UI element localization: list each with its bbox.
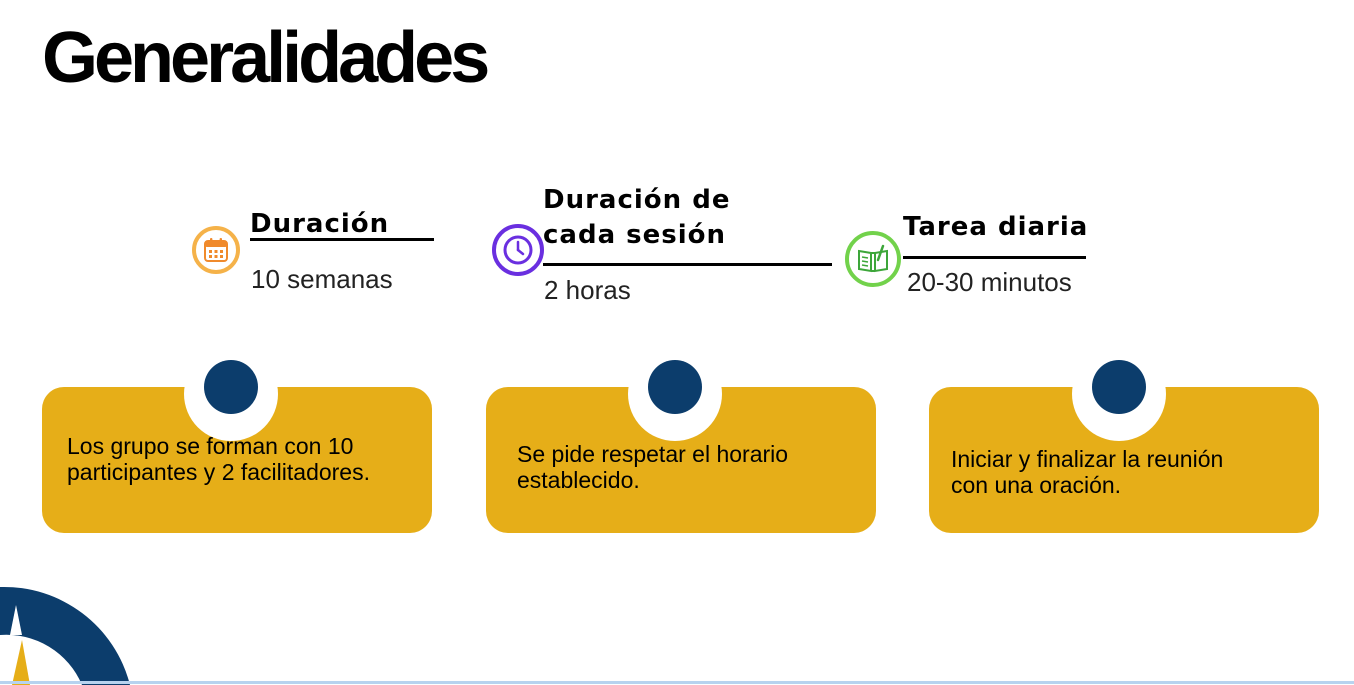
calendar-icon (192, 226, 240, 274)
card-dot (1092, 360, 1146, 414)
card-line-2: con una oración. (951, 472, 1122, 498)
card-line-1: Iniciar y finalizar la reunión (951, 446, 1224, 472)
card-line-2: establecido. (517, 467, 640, 493)
daily-task-value: 20-30 minutos (907, 267, 1072, 297)
compass-logo-icon (0, 586, 130, 685)
card-dot (204, 360, 258, 414)
session-value: 2 horas (544, 275, 631, 305)
card-text: Los grupo se forman con 10 participantes… (67, 433, 414, 485)
page-title: Generalidades (42, 18, 490, 98)
card-dot (648, 360, 702, 414)
clock-icon (492, 224, 544, 276)
card-line-1: Se pide respetar el horario (517, 441, 789, 467)
session-underline (543, 263, 832, 266)
card-line-1: Los grupo se forman con 10 (67, 433, 354, 459)
book-icon (845, 231, 901, 287)
daily-task-underline (903, 256, 1086, 259)
duration-underline (250, 238, 434, 241)
card-line-2: participantes y 2 facilitadores. (67, 459, 370, 485)
session-heading-line1: Duración de (543, 185, 731, 215)
session-heading-line2: cada sesión (543, 220, 727, 250)
duration-heading: Duración (250, 209, 390, 239)
daily-task-heading: Tarea diaria (903, 212, 1089, 242)
card-prayer: Iniciar y finalizar la reunión con una o… (929, 347, 1319, 533)
bottom-divider (0, 681, 1354, 684)
card-text: Se pide respetar el horario establecido. (517, 441, 858, 493)
card-text: Iniciar y finalizar la reunión con una o… (951, 446, 1301, 498)
duration-value: 10 semanas (251, 264, 393, 294)
